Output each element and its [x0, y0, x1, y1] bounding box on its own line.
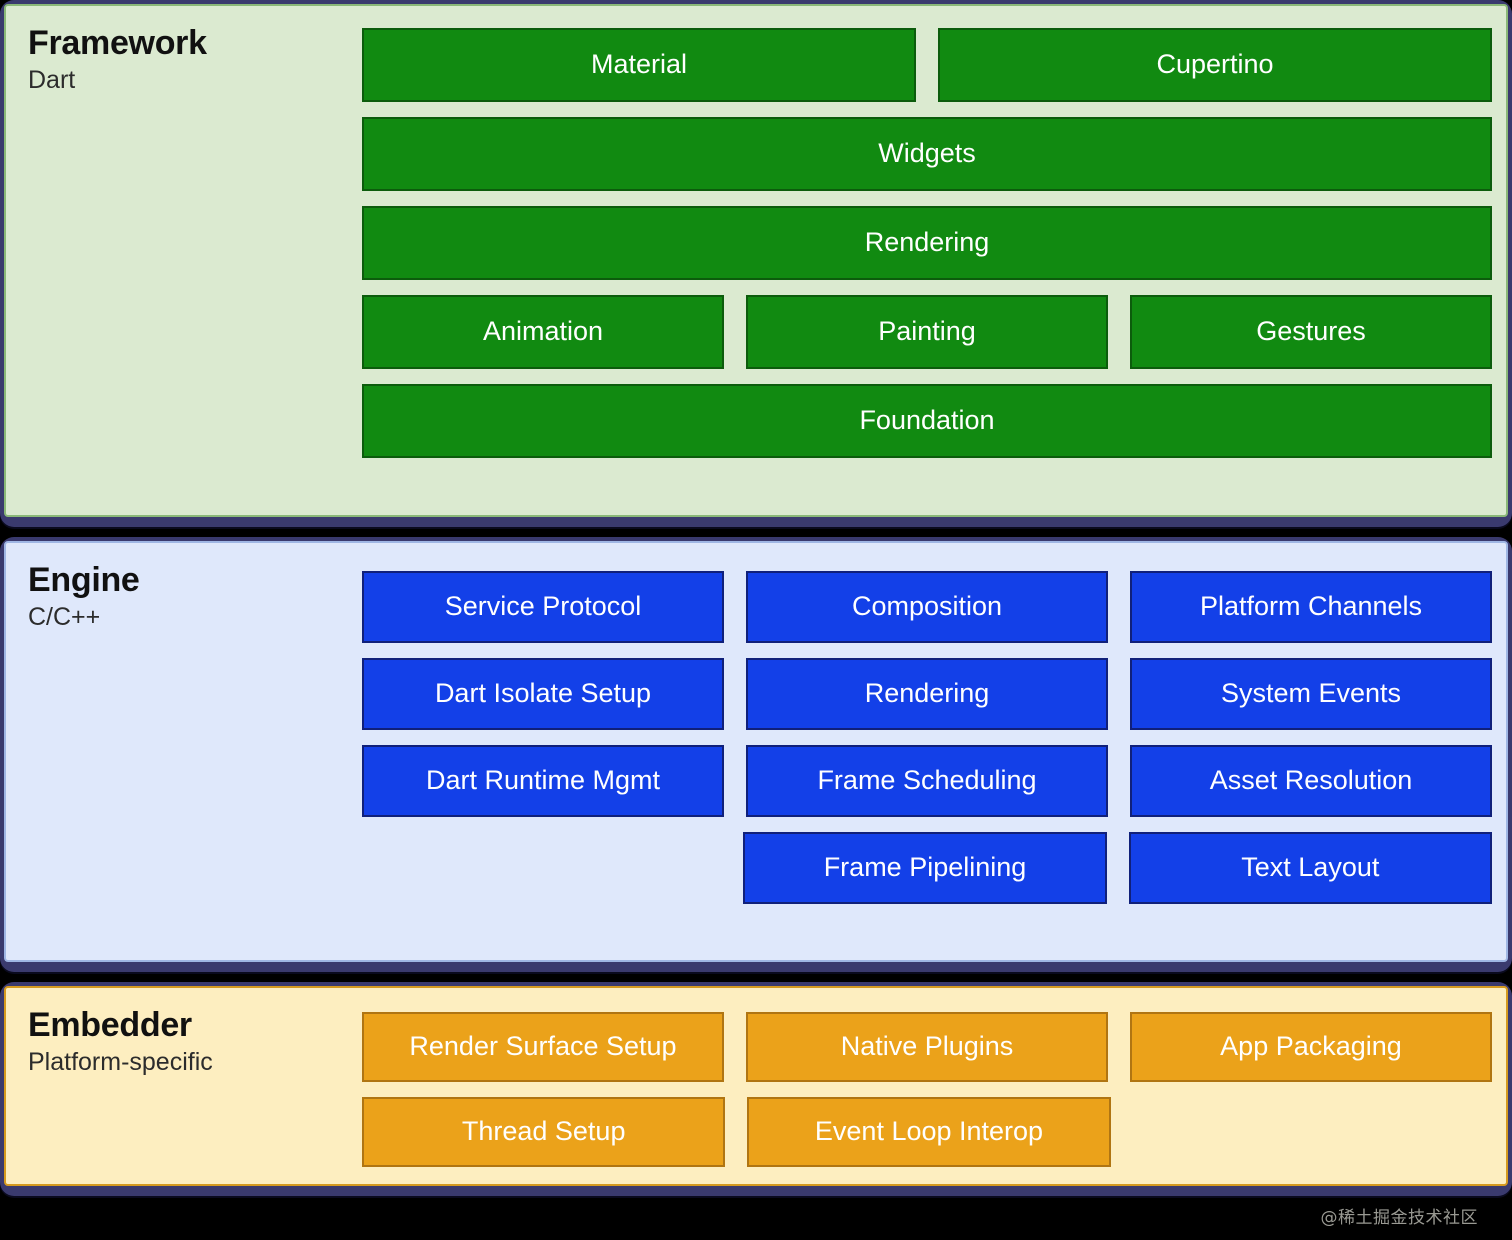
engine-row-4-empty — [362, 832, 721, 904]
block-platform-channels[interactable]: Platform Channels — [1130, 571, 1492, 643]
engine-row-3: Dart Runtime Mgmt Frame Scheduling Asset… — [362, 745, 1492, 817]
engine-caption: Engine C/C++ — [6, 543, 362, 634]
block-dart-isolate-setup[interactable]: Dart Isolate Setup — [362, 658, 724, 730]
layer-engine: Engine C/C++ Service Protocol Compositio… — [4, 541, 1508, 962]
block-rendering-framework[interactable]: Rendering — [362, 206, 1492, 280]
framework-content: Material Cupertino Widgets Rendering Ani… — [362, 6, 1506, 458]
block-system-events[interactable]: System Events — [1130, 658, 1492, 730]
block-widgets[interactable]: Widgets — [362, 117, 1492, 191]
engine-row-1: Service Protocol Composition Platform Ch… — [362, 571, 1492, 643]
block-painting[interactable]: Painting — [746, 295, 1108, 369]
watermark: @稀土掘金技术社区 — [1320, 1208, 1478, 1228]
block-service-protocol[interactable]: Service Protocol — [362, 571, 724, 643]
engine-row-4: Frame Pipelining Text Layout — [362, 832, 1492, 904]
block-material[interactable]: Material — [362, 28, 916, 102]
framework-subtitle: Dart — [28, 66, 76, 95]
block-foundation[interactable]: Foundation — [362, 384, 1492, 458]
engine-content: Service Protocol Composition Platform Ch… — [362, 543, 1506, 904]
block-rendering-engine[interactable]: Rendering — [746, 658, 1108, 730]
framework-row-5: Foundation — [362, 384, 1492, 458]
embedder-subtitle: Platform-specific — [28, 1048, 213, 1077]
framework-row-2: Widgets — [362, 117, 1492, 191]
block-frame-scheduling[interactable]: Frame Scheduling — [746, 745, 1108, 817]
embedder-caption: Embedder Platform-specific — [6, 988, 362, 1079]
framework-title: Framework — [28, 24, 207, 62]
framework-row-3: Rendering — [362, 206, 1492, 280]
layer-embedder: Embedder Platform-specific Render Surfac… — [4, 986, 1508, 1186]
block-frame-pipelining[interactable]: Frame Pipelining — [743, 832, 1107, 904]
block-render-surface-setup[interactable]: Render Surface Setup — [362, 1012, 724, 1082]
framework-caption: Framework Dart — [6, 6, 362, 97]
block-event-loop-interop[interactable]: Event Loop Interop — [747, 1097, 1111, 1167]
layer-framework: Framework Dart Material Cupertino Widget… — [4, 4, 1508, 517]
embedder-row-2: Thread Setup Event Loop Interop — [362, 1097, 1492, 1167]
block-app-packaging[interactable]: App Packaging — [1130, 1012, 1492, 1082]
embedder-content: Render Surface Setup Native Plugins App … — [362, 988, 1506, 1167]
block-text-layout[interactable]: Text Layout — [1128, 832, 1492, 904]
engine-row-2: Dart Isolate Setup Rendering System Even… — [362, 658, 1492, 730]
embedder-title: Embedder — [28, 1006, 192, 1044]
framework-row-1: Material Cupertino — [362, 28, 1492, 102]
engine-subtitle: C/C++ — [28, 603, 101, 632]
block-gestures[interactable]: Gestures — [1130, 295, 1492, 369]
block-native-plugins[interactable]: Native Plugins — [746, 1012, 1108, 1082]
embedder-row-1: Render Surface Setup Native Plugins App … — [362, 1012, 1492, 1082]
block-composition[interactable]: Composition — [746, 571, 1108, 643]
block-cupertino[interactable]: Cupertino — [938, 28, 1492, 102]
framework-row-4: Animation Painting Gestures — [362, 295, 1492, 369]
block-dart-runtime-mgmt[interactable]: Dart Runtime Mgmt — [362, 745, 724, 817]
embedder-row-2-empty — [1133, 1097, 1492, 1167]
block-thread-setup[interactable]: Thread Setup — [362, 1097, 726, 1167]
block-animation[interactable]: Animation — [362, 295, 724, 369]
engine-title: Engine — [28, 561, 140, 599]
block-asset-resolution[interactable]: Asset Resolution — [1130, 745, 1492, 817]
